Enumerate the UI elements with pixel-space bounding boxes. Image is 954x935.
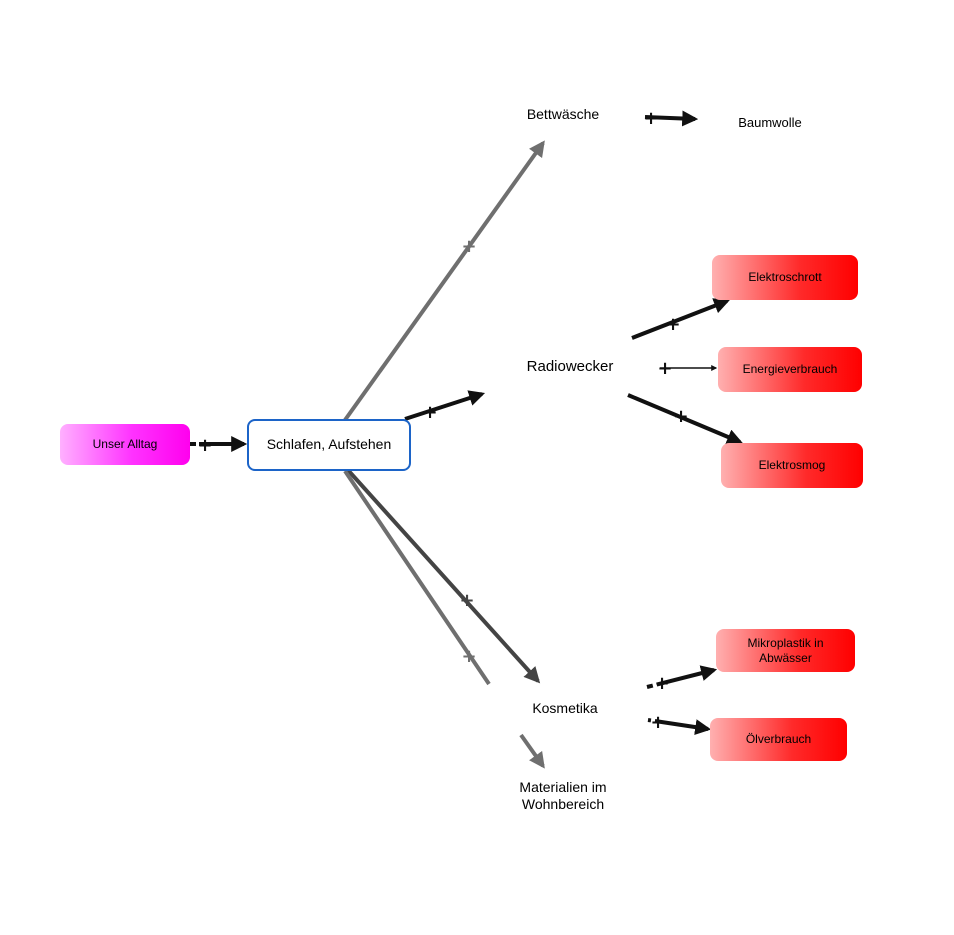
node-mikroplastik-label: Mikroplastik in Abwässer: [747, 635, 824, 665]
edge-label-radiowecker-elektrosmog: +: [673, 406, 688, 427]
node-mikroplastik[interactable]: Mikroplastik in Abwässer: [716, 629, 855, 672]
node-elektroschrott-label: Elektroschrott: [748, 270, 822, 284]
node-kosmetika[interactable]: Kosmetika: [505, 694, 625, 724]
node-energieverbrauch[interactable]: Energieverbrauch: [718, 347, 862, 392]
node-oelverbrauch[interactable]: Ölverbrauch: [710, 718, 847, 761]
node-oelverbrauch-label: Ölverbrauch: [745, 732, 812, 746]
edge-kosmetika-oelverbrauch[interactable]: [647, 718, 712, 736]
node-elektrosmog-label: Elektrosmog: [758, 458, 826, 472]
node-baumwolle-label: Baumwolle: [738, 114, 802, 130]
node-elektroschrott[interactable]: Elektroschrott: [712, 255, 858, 300]
node-unser-alltag[interactable]: Unser Alltag: [60, 424, 190, 465]
node-materialien[interactable]: Materialien im Wohnbereich: [497, 776, 629, 816]
edge-schlafen-kosmetika[interactable]: [345, 467, 541, 684]
node-energieverbrauch-label: Energieverbrauch: [742, 362, 838, 376]
node-baumwolle[interactable]: Baumwolle: [710, 108, 830, 138]
edge-radiowecker-elektrosmog[interactable]: [627, 393, 743, 445]
node-schlafen-aufstehen[interactable]: Schlafen, Aufstehen: [247, 419, 411, 471]
node-radiowecker[interactable]: Radiowecker: [500, 352, 640, 382]
edge-label-schlafen-kosmetika: +: [459, 590, 474, 611]
edge-schlafen-bettwaesche[interactable]: [343, 140, 545, 422]
node-elektrosmog[interactable]: Elektrosmog: [721, 443, 863, 488]
node-schlafen-aufstehen-label: Schlafen, Aufstehen: [266, 436, 392, 453]
edge-label-bettwaesche-baumwolle: +: [643, 108, 658, 129]
edge-schlafen-materialien-b[interactable]: [519, 733, 545, 769]
edge-label-schlafen-materialien: +: [461, 646, 476, 667]
edge-label-radiowecker-energieverbrauch: +: [657, 358, 672, 379]
edge-label-kosmetika-mikroplastik: +: [654, 673, 669, 694]
edge-label-schlafen-bettwaesche: +: [461, 236, 476, 257]
edge-label-alltag-schlafen: +: [197, 435, 212, 456]
node-materialien-label: Materialien im Wohnbereich: [519, 778, 607, 813]
edge-kosmetika-mikroplastik[interactable]: [646, 665, 718, 689]
edge-schlafen-materialien-a[interactable]: [343, 469, 491, 686]
node-radiowecker-label: Radiowecker: [526, 357, 614, 375]
edge-label-kosmetika-oelverbrauch: +: [650, 712, 665, 733]
node-unser-alltag-label: Unser Alltag: [92, 437, 158, 451]
edge-label-radiowecker-elektroschrott: +: [665, 314, 680, 335]
edge-bettwaesche-baumwolle[interactable]: [644, 110, 699, 127]
node-bettwaesche[interactable]: Bettwäsche: [500, 100, 626, 130]
edge-schlafen-radiowecker[interactable]: [404, 390, 486, 421]
node-bettwaesche-label: Bettwäsche: [526, 106, 600, 123]
edge-radiowecker-elektroschrott[interactable]: [631, 298, 730, 340]
node-kosmetika-label: Kosmetika: [532, 700, 598, 717]
edge-label-schlafen-radiowecker: +: [422, 402, 437, 423]
